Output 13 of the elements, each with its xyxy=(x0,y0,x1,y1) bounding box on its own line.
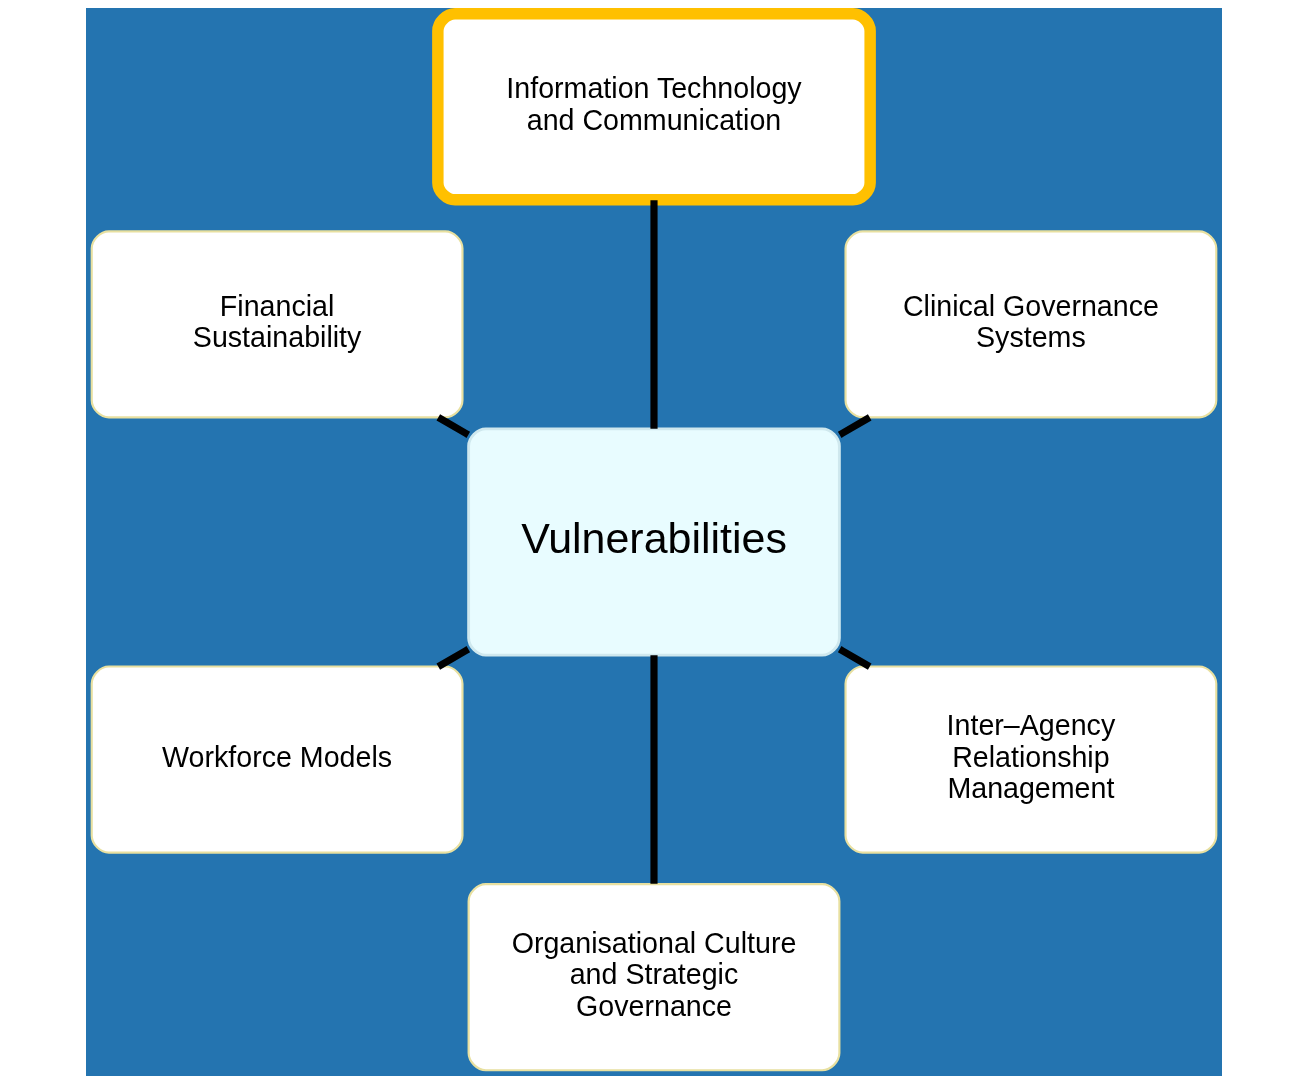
node-box: Vulnerabilities xyxy=(466,427,841,657)
connector xyxy=(649,200,658,429)
node-box: Inter–Agency Relationship Management xyxy=(843,665,1217,854)
node-box: Clinical Governance Systems xyxy=(843,230,1217,419)
node-box: Organisational Culture and Strategic Governance xyxy=(467,883,840,1072)
connector xyxy=(436,646,470,670)
connector xyxy=(649,655,658,884)
connector xyxy=(837,646,871,670)
node-box: Financial Sustainability xyxy=(90,230,464,419)
connector xyxy=(436,414,470,438)
connector xyxy=(837,414,871,438)
node-box: Workforce Models xyxy=(90,665,464,854)
node-box: Information Technology and Communication xyxy=(431,8,876,206)
